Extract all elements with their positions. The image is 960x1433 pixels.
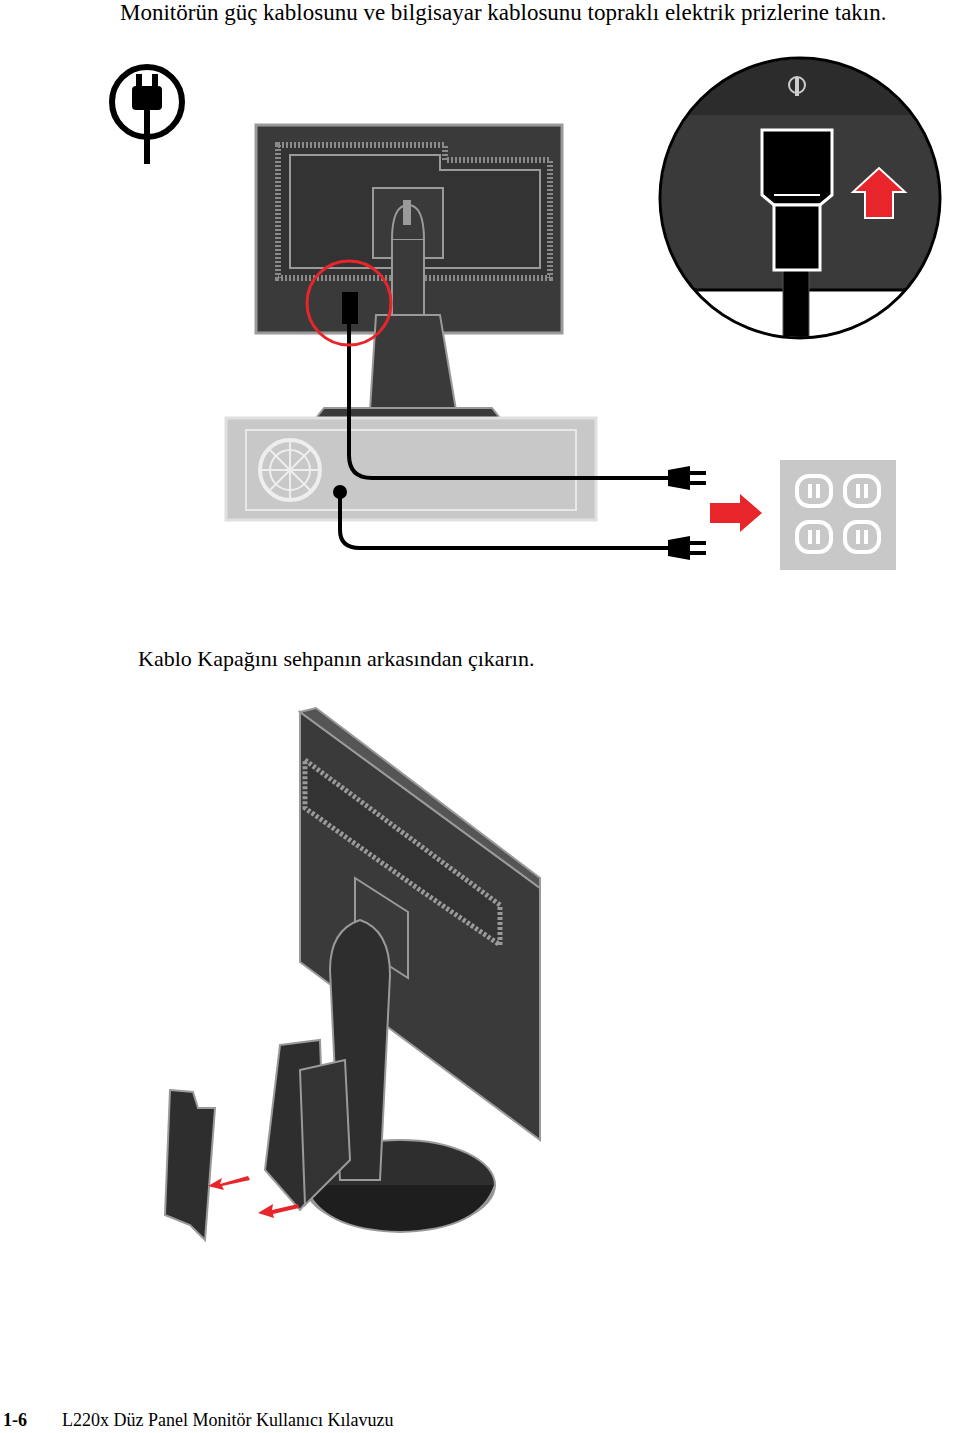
instruction-text: Monitörün güç kablosunu ve bilgisayar ka… bbox=[120, 0, 887, 26]
wall-outlets bbox=[780, 460, 896, 570]
power-cables bbox=[340, 300, 672, 548]
monitor-perspective bbox=[265, 708, 540, 1232]
red-arrows bbox=[208, 1176, 299, 1218]
highlight-circle bbox=[307, 261, 391, 345]
page-number: 1-6 bbox=[3, 1410, 27, 1431]
zoom-detail bbox=[650, 50, 950, 350]
power-icon bbox=[112, 67, 182, 164]
monitor-back bbox=[256, 125, 562, 418]
computer bbox=[226, 418, 596, 520]
cable-cover bbox=[165, 1090, 215, 1240]
instruction-text: Kablo Kapağını sehpanın arkasından çıkar… bbox=[138, 646, 534, 672]
plugs bbox=[668, 466, 706, 560]
footer-title: L220x Düz Panel Monitör Kullanıcı Kılavu… bbox=[62, 1410, 393, 1431]
red-arrow bbox=[710, 494, 762, 532]
